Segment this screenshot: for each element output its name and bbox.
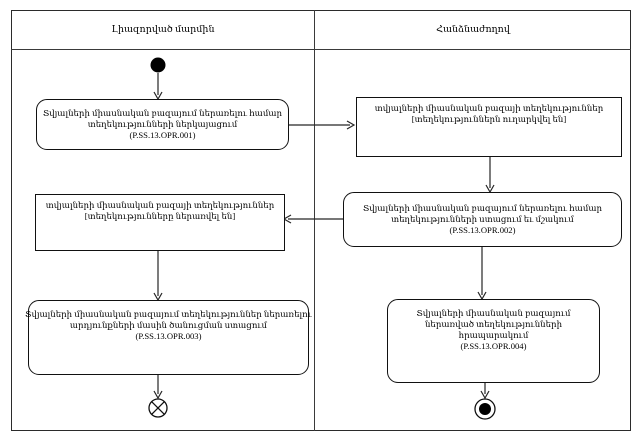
node-text-line: տեղեկությունների ստացում եւ մշակում xyxy=(391,214,574,224)
diagram-outer-border xyxy=(11,10,631,431)
node-text-line: Տվյալների միասնական բազայում ներառելու հ… xyxy=(362,203,603,213)
node-text-line: տվյալների միասնական բազայի տեղեկությունն… xyxy=(374,103,604,113)
node-text-line: Տվյալների միասնական բազայում ներառելու հ… xyxy=(42,108,283,118)
node-code-label: (P.SS.13.OPR.004) xyxy=(460,341,527,351)
node-text-line: Տվյալների միասնական բազայում xyxy=(416,308,571,318)
object-node-information-included: տվյալների միասնական բազայի տեղեկությունն… xyxy=(35,194,285,251)
node-text-line: արդյունքների մասին ծանուցման ստացում xyxy=(69,320,268,330)
node-text-line: տվյալների միասնական բազայի տեղեկությունն… xyxy=(45,200,275,210)
lane-title-authorized-body: Լիազորված մարմին xyxy=(11,10,315,49)
lane-header-divider xyxy=(11,49,631,50)
action-node-opr-002: Տվյալների միասնական բազայում ներառելու հ… xyxy=(343,192,622,247)
node-code-label: (P.SS.13.OPR.001) xyxy=(129,130,196,140)
lane-divider xyxy=(314,10,315,431)
object-node-information-sent: տվյալների միասնական բազայի տեղեկությունն… xyxy=(356,97,622,157)
node-state-label: [տեղեկությունները ներառվել են] xyxy=(84,211,236,221)
action-node-opr-001: Տվյալների միասնական բազայում ներառելու հ… xyxy=(36,99,289,150)
action-node-opr-003: Տվյալների միասնական բազայում տեղեկությու… xyxy=(25,300,312,375)
lane-title-commission: Հանձնաժողով xyxy=(315,10,631,49)
node-text-line: տեղեկությունների ներկայացում xyxy=(87,119,238,129)
action-node-opr-004: Տվյալների միասնական բազայում ներառված տե… xyxy=(387,299,600,383)
node-state-label: [տեղեկություններն ուղարկվել են] xyxy=(411,114,567,124)
node-text-line: ներառված տեղեկությունների xyxy=(424,319,563,329)
node-code-label: (P.SS.13.OPR.002) xyxy=(449,225,516,235)
lane-title-label: Լիազորված մարմին xyxy=(111,25,215,35)
lane-title-label: Հանձնաժողով xyxy=(436,25,510,35)
node-text-line: Տվյալների միասնական բազայում տեղեկությու… xyxy=(25,309,312,319)
node-text-line: հրապարակում xyxy=(458,330,529,340)
node-code-label: (P.SS.13.OPR.003) xyxy=(135,331,202,341)
